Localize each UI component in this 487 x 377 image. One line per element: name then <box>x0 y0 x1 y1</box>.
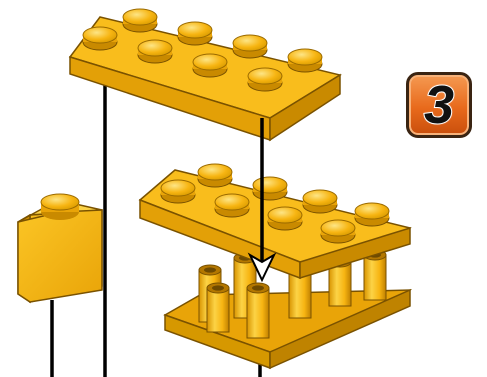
stud <box>160 179 196 204</box>
rod <box>246 282 270 339</box>
stud <box>192 53 228 78</box>
rod <box>206 282 230 333</box>
plate-2x4-with-rods <box>163 249 413 370</box>
stud <box>137 39 173 64</box>
brick-1x1 <box>17 193 103 304</box>
stud <box>354 202 390 227</box>
stud <box>267 206 303 231</box>
stud <box>232 34 268 59</box>
step-number: 3 <box>423 75 455 135</box>
arrow-down-icon <box>247 118 277 283</box>
stud <box>320 219 356 244</box>
stud <box>247 67 283 92</box>
stud <box>82 26 118 51</box>
stud <box>302 189 338 214</box>
stud <box>287 48 323 73</box>
stud <box>122 8 158 33</box>
stud <box>177 21 213 46</box>
stud <box>252 176 288 201</box>
step-badge: 3 <box>406 72 472 138</box>
plate-studs <box>82 8 323 92</box>
stud <box>197 163 233 188</box>
stud <box>214 193 250 218</box>
plate-2x4-top <box>68 8 342 142</box>
